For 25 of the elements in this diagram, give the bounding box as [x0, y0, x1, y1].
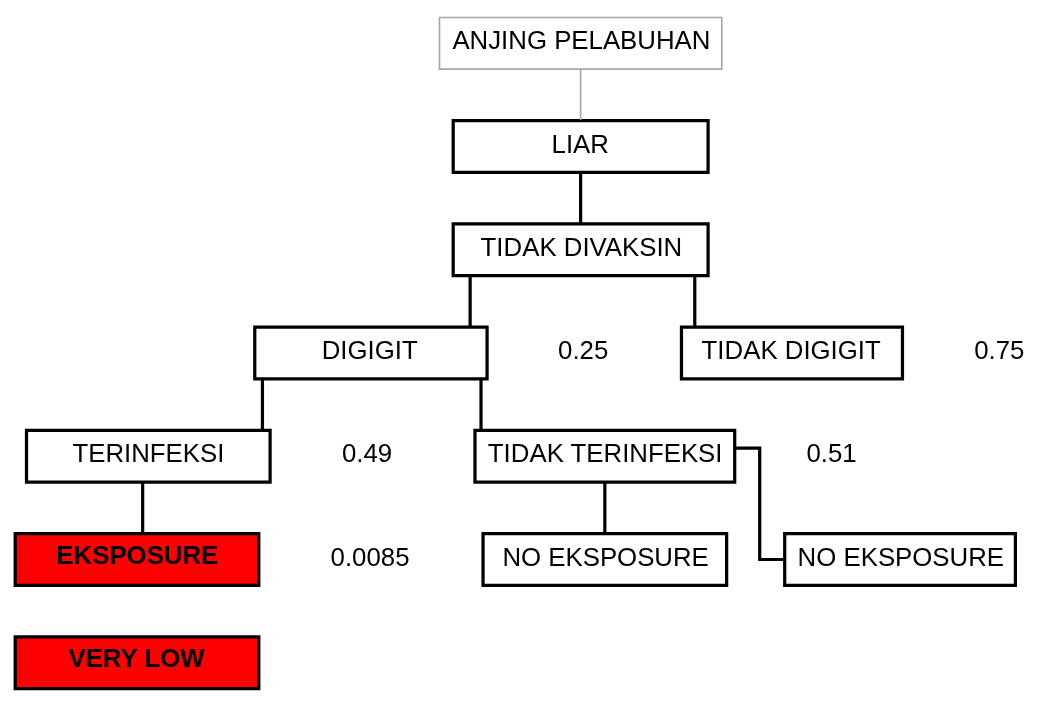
node-box: ANJING PELABUHAN — [438, 16, 723, 70]
connector — [579, 172, 583, 223]
node-box: DIGIGIT — [253, 325, 489, 380]
connector — [260, 378, 265, 430]
connector — [734, 446, 785, 561]
node-box: TIDAK DIGIGIT — [679, 325, 905, 380]
node-label: 0.25 — [558, 335, 609, 364]
node-box: TIDAK TERINFEKSI — [473, 428, 737, 484]
node-label: 0.0085 — [330, 542, 410, 571]
node-label: 0.51 — [806, 438, 857, 467]
node-label: 0.75 — [974, 335, 1025, 364]
node-box: NO EKSPOSURE — [481, 531, 729, 587]
connector — [693, 275, 697, 327]
connector — [603, 481, 607, 533]
connector — [141, 481, 145, 533]
node-box: TIDAK DIVAKSIN — [451, 221, 710, 277]
connector — [468, 275, 472, 327]
node-box: VERY LOW — [13, 634, 261, 690]
connector — [579, 68, 582, 121]
node-box: TERINFEKSI — [24, 428, 272, 484]
node-box: EKSPOSURE — [13, 531, 261, 587]
node-label: 0.49 — [341, 438, 393, 467]
node-box: LIAR — [451, 118, 710, 174]
node-box: NO EKSPOSURE — [783, 531, 1017, 587]
connector — [479, 378, 483, 430]
